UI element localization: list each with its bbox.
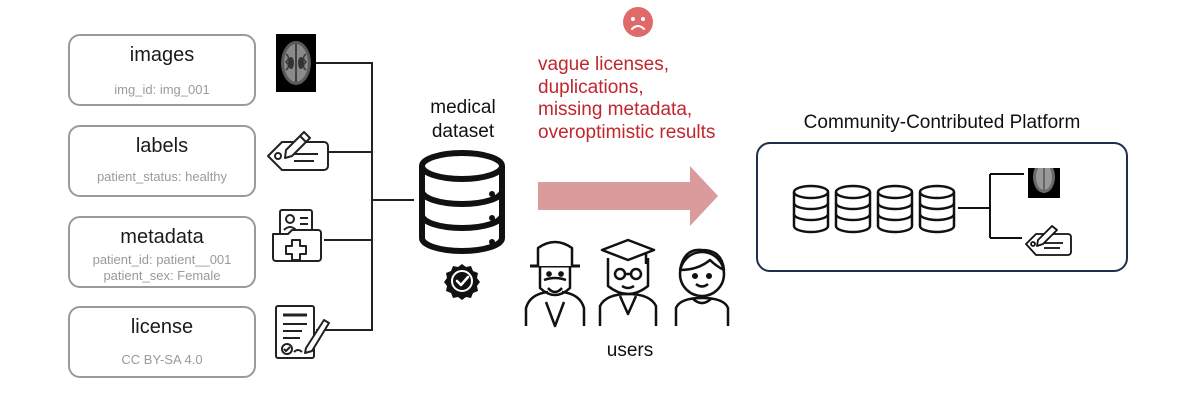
issue-item: missing metadata, xyxy=(538,99,693,120)
license-card: license CC BY-SA 4.0 xyxy=(68,306,256,378)
platform-title: Community-Contributed Platform xyxy=(803,112,1081,133)
dataset-label: medical dataset xyxy=(408,96,518,144)
card-title: images xyxy=(129,44,195,66)
labels-card: labels patient_status: healthy xyxy=(68,125,256,197)
platform-box xyxy=(756,142,1128,272)
verified-badge-icon xyxy=(444,264,480,300)
card-detail: patient_sex: Female xyxy=(103,268,221,283)
images-card: images img_id: img_001 xyxy=(68,34,256,106)
card-detail: CC BY-SA 4.0 xyxy=(121,352,203,367)
database-icon xyxy=(792,184,830,234)
users-label: users xyxy=(606,340,654,361)
database-icon xyxy=(419,150,505,254)
users-group xyxy=(524,238,730,328)
issues-list: vague licenses, duplications, missing me… xyxy=(538,54,715,144)
metadata-card: metadata patient_id: patient__001 patien… xyxy=(68,216,256,288)
dataset-label-line2: dataset xyxy=(431,121,495,142)
issue-item: vague licenses, xyxy=(538,54,669,75)
platform-connector xyxy=(958,173,1024,239)
tag-pencil-icon xyxy=(267,131,329,171)
dataset-label-line1: medical xyxy=(430,97,496,118)
card-title: license xyxy=(130,316,194,338)
graduate-woman-icon xyxy=(598,238,658,326)
sad-face-icon xyxy=(623,7,653,37)
database-icon xyxy=(876,184,914,234)
tag-pencil-icon xyxy=(1025,225,1072,256)
issue-item: duplications, xyxy=(538,76,644,98)
old-man-hat-icon xyxy=(524,240,586,328)
card-detail: img_id: img_001 xyxy=(114,82,210,97)
platform-databases xyxy=(792,184,956,234)
database-icon xyxy=(918,184,956,234)
card-title: metadata xyxy=(120,226,204,248)
card-title: labels xyxy=(135,135,189,157)
card-detail: patient_status: healthy xyxy=(96,169,228,184)
contract-signature-icon xyxy=(275,305,330,359)
arrow-right-icon xyxy=(538,166,718,226)
card-detail: patient_id: patient__001 xyxy=(92,252,232,267)
issue-item: overoptimistic results xyxy=(538,121,716,143)
child-icon xyxy=(674,248,730,326)
medical-folder-icon xyxy=(272,209,322,262)
brain-mri-icon xyxy=(276,34,316,92)
database-icon xyxy=(834,184,872,234)
platform-diagram xyxy=(792,168,1072,256)
